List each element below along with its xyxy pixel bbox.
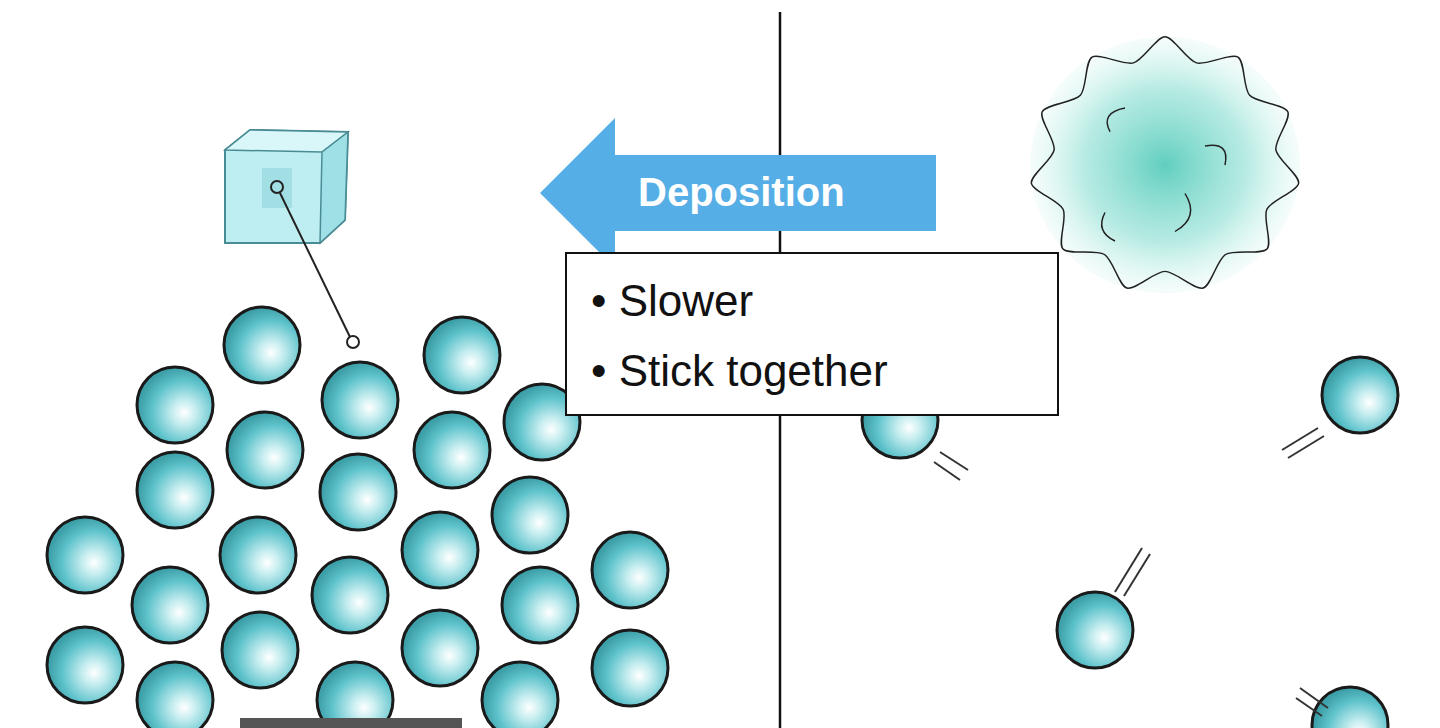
motion-line	[1124, 554, 1150, 596]
particles	[47, 307, 1398, 728]
solid-particle	[220, 517, 296, 593]
cloud-outline	[1031, 37, 1298, 288]
solid-particle	[137, 662, 213, 728]
solid-particle	[320, 454, 396, 530]
motion-line	[1288, 436, 1324, 458]
note-box: • Slower • Stick together	[565, 252, 1059, 416]
motion-line	[1300, 688, 1328, 708]
bullet-text: • Stick together	[591, 346, 888, 396]
solid-particle	[424, 317, 500, 393]
solid-particle	[492, 477, 568, 553]
arrow-fill	[540, 118, 936, 268]
solid-particle	[592, 630, 668, 706]
solid-particle	[47, 517, 123, 593]
bullet-text: • Slower	[591, 276, 753, 326]
motion-line	[1115, 548, 1142, 592]
cloud-swirl	[1102, 108, 1226, 241]
gas-particle	[1312, 687, 1388, 728]
gas-particle	[1322, 357, 1398, 433]
motion-line	[1296, 698, 1322, 716]
solid-particle	[502, 567, 578, 643]
solid-particle	[322, 362, 398, 438]
solid-particle	[47, 627, 123, 703]
gas-particle	[1057, 592, 1133, 668]
solid-particle	[137, 452, 213, 528]
solid-particle	[222, 612, 298, 688]
solid-particle	[414, 412, 490, 488]
solid-particle	[402, 512, 478, 588]
arrow-label: Deposition	[638, 170, 845, 215]
process-arrow: Deposition	[540, 118, 936, 268]
cloud-glow	[1030, 37, 1300, 294]
motion-line	[940, 452, 968, 470]
motion-line	[1282, 428, 1318, 450]
solid-particle	[224, 307, 300, 383]
solid-particle	[482, 662, 558, 728]
solid-particle	[137, 367, 213, 443]
solid-particle	[227, 412, 303, 488]
solid-particle	[132, 567, 208, 643]
cut-off-box	[240, 718, 462, 728]
motion-lines	[934, 428, 1328, 716]
solid-particle	[312, 557, 388, 633]
gas-cloud	[1030, 37, 1300, 294]
solid-particle	[592, 532, 668, 608]
solid-particle	[402, 610, 478, 686]
motion-line	[934, 462, 960, 480]
